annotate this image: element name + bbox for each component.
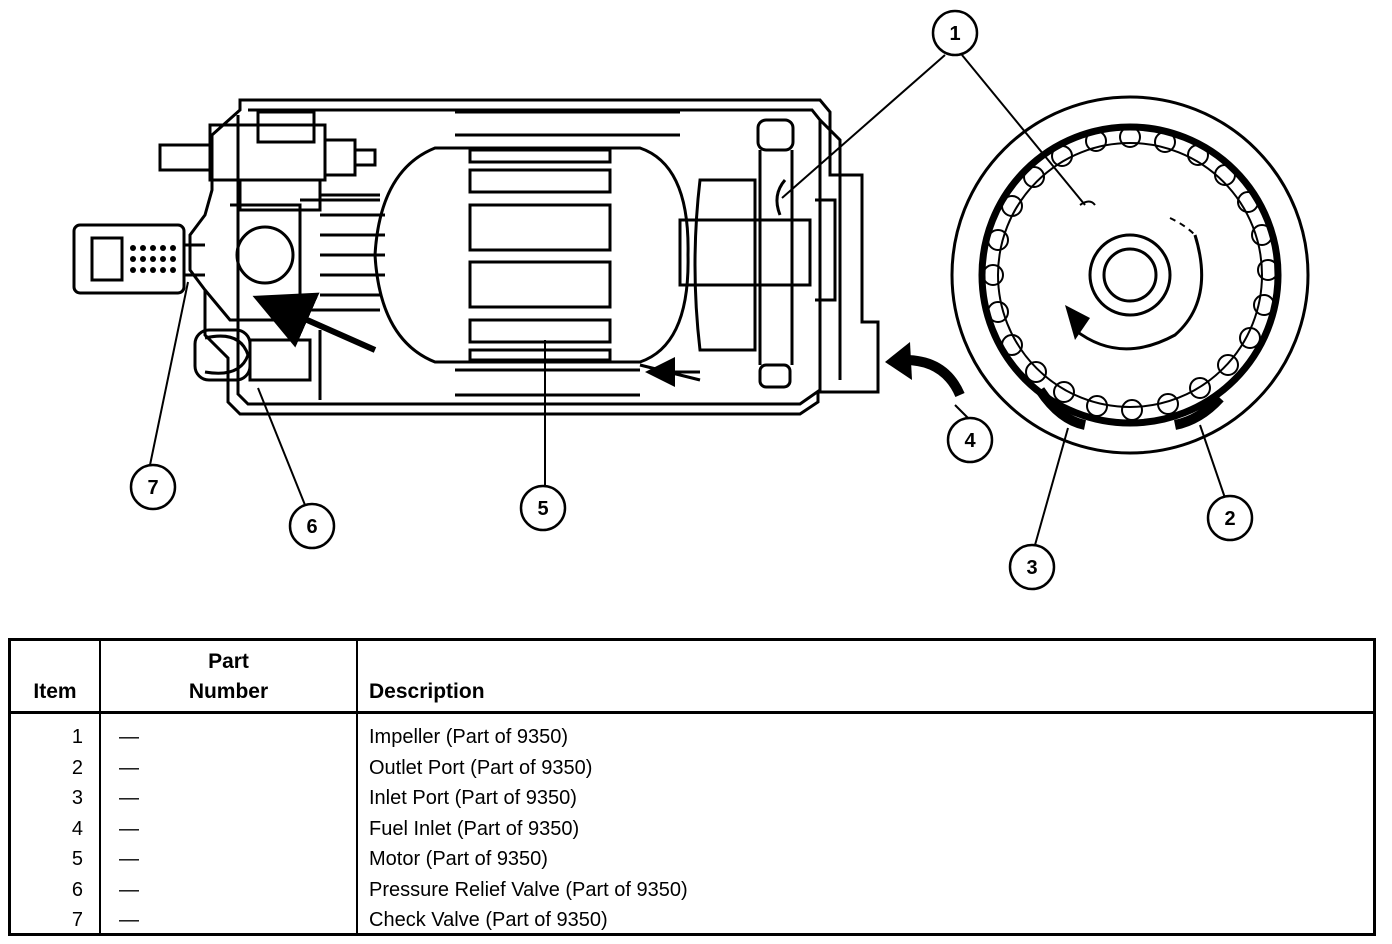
item-number: 5 <box>71 848 83 870</box>
table-row: 3 — Inlet Port (Part of 9350) <box>11 783 1373 814</box>
part-description: Impeller (Part of 9350) <box>369 726 568 748</box>
callout-label: 6 <box>306 516 317 538</box>
header-divider <box>11 711 1373 714</box>
table-row: 6 — Pressure Relief Valve (Part of 9350) <box>11 875 1373 906</box>
callout-label: 3 <box>1026 557 1037 579</box>
callout-label: 4 <box>964 430 976 452</box>
pump-body <box>188 98 880 416</box>
callout-4: 4 <box>946 416 994 464</box>
table-row: 4 — Fuel Inlet (Part of 9350) <box>11 814 1373 845</box>
part-description: Outlet Port (Part of 9350) <box>369 756 593 779</box>
part-description: Fuel Inlet (Part of 9350) <box>369 817 580 840</box>
part-description: Pressure Relief Valve (Part of 9350) <box>369 878 688 901</box>
callout-5: 5 <box>519 484 567 532</box>
callout-label: 1 <box>949 23 960 45</box>
table-row: 1 — Impeller (Part of 9350) <box>11 722 1373 753</box>
fuel-inlet-arrow <box>885 342 965 398</box>
callout-7: 7 <box>129 463 177 511</box>
header-item: Item <box>33 680 77 703</box>
callout-3: 3 <box>1008 543 1056 591</box>
leader-lines <box>149 54 1226 546</box>
header-description: Description <box>369 680 485 703</box>
item-number: 3 <box>71 787 83 809</box>
callout-2: 2 <box>1206 494 1254 542</box>
fuel-pump-diagram: 1 2 3 4 5 6 7 <box>72 9 1310 591</box>
relief-valve <box>193 328 322 400</box>
parts-table: Item Part Number Description 1 — Impelle… <box>8 638 1376 936</box>
part-description: Check Valve (Part of 9350) <box>369 909 608 931</box>
item-number: 4 <box>71 817 83 840</box>
part-number: — <box>119 726 139 748</box>
part-description: Inlet Port (Part of 9350) <box>369 787 577 809</box>
item-number: 1 <box>71 726 83 748</box>
part-number: — <box>119 878 139 901</box>
column-divider <box>99 641 101 933</box>
part-number: — <box>119 848 139 870</box>
pump-end <box>678 118 842 389</box>
part-number: — <box>119 787 139 809</box>
part-number: — <box>119 909 139 931</box>
header-part-line2: Number <box>188 680 269 703</box>
part-number: — <box>119 756 139 779</box>
column-divider <box>356 641 358 933</box>
table-row: 7 — Check Valve (Part of 9350) <box>11 905 1373 936</box>
callout-label: 7 <box>147 477 158 499</box>
item-number: 7 <box>71 909 83 931</box>
callout-label: 2 <box>1224 508 1235 530</box>
table-row: 5 — Motor (Part of 9350) <box>11 844 1373 875</box>
part-description: Motor (Part of 9350) <box>369 848 548 870</box>
table-row: 2 — Outlet Port (Part of 9350) <box>11 753 1373 784</box>
terminal-assembly <box>158 110 377 212</box>
item-number: 6 <box>71 878 83 901</box>
callout-1: 1 <box>931 9 979 57</box>
internal-flow-arrow <box>252 179 787 387</box>
impeller-detail <box>950 95 1310 455</box>
motor-armature <box>320 110 701 397</box>
callout-6: 6 <box>288 502 336 550</box>
header-part-line1: Part <box>208 650 249 673</box>
item-number: 2 <box>71 756 83 779</box>
part-number: — <box>119 817 139 840</box>
inlet-filter <box>72 223 205 295</box>
callout-label: 5 <box>537 498 548 520</box>
check-valve-chamber <box>203 198 380 322</box>
